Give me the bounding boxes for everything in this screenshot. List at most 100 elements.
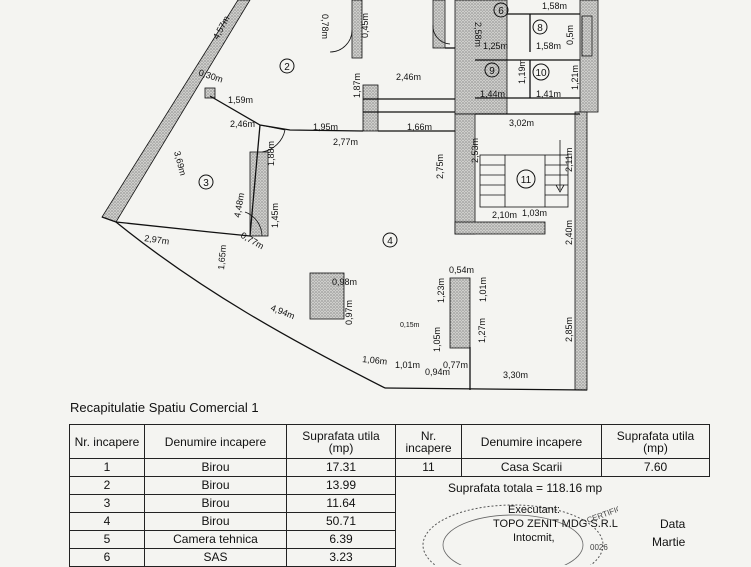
executant-label: Executant: [508,504,560,516]
summary-table: Nr. incapere Denumire incapere Suprafata… [69,424,710,567]
dimension-label: 1,06m [362,354,388,367]
dimension-label: 1,58m [536,41,561,51]
wall-left-stub [204,87,216,99]
table-row: 5 Camera tehnica 6.39 [69,530,710,549]
dimension-label: 2,58m [473,22,483,47]
wall-left-diagonal [101,0,251,223]
cell-den: SAS [144,548,287,567]
header-sup-2: Suprafata utila (mp) [601,424,710,459]
dimension-label: 2,46m [230,119,255,129]
cell-sup: 50.71 [286,512,396,531]
cell-den-right: Casa Scarii [461,458,602,477]
dimension-label: 2,85m [564,317,574,342]
cell-den: Camera tehnica [144,530,287,549]
dimension-label: 1,95m [313,122,338,132]
header-nr-2: Nr. incapere [395,424,462,459]
room-label: 11 [521,175,532,186]
dimension-label: 2,97m [144,233,170,246]
company-name: TOPO ZENIT MDG S.R.L [493,518,618,530]
info-block: Suprafata totala = 118.16 mp CERTIFICAT … [396,477,710,567]
room-label: 8 [537,23,543,34]
dimension-label: 2,53m [470,138,480,163]
doors [244,24,451,237]
dimension-label: 1,01m [478,277,488,302]
date-month: Martie [652,535,686,549]
cell-nr: 6 [69,548,145,567]
wall-pillar [449,277,471,349]
cell-den: Birou [144,476,287,495]
room-label: 2 [284,62,290,73]
dimension-label: 3,69m [172,150,188,177]
dimension-label: 0,98m [332,277,357,287]
dimension-label: 0,97m [344,300,354,325]
cell-nr-right: 11 [395,458,462,477]
wall-right-room8 [581,15,593,57]
dimension-label: 0,15m [400,322,420,329]
cell-den: Birou [144,494,287,513]
dimension-label: 1,44m [480,89,505,99]
dimension-label: 0,78m [320,14,330,39]
header-nr: Nr. incapere [69,424,145,459]
dimension-label: 0,54m [449,265,474,275]
room-label: 10 [535,68,547,79]
floor-plan: 2 3 4 6 8 9 10 11 4,57m 0,78m 0,45m 2,58… [101,0,599,391]
dimension-label: 1,23m [436,278,446,303]
dimension-label: 1,27m [477,318,487,343]
dimension-label: 2,77m [333,137,358,147]
svg-text:0026: 0026 [590,543,608,552]
cell-nr: 1 [69,458,145,477]
dimension-label: 1,03m [522,208,547,218]
table-row: 1 Birou 17.31 11 Casa Scarii 7.60 [69,458,710,477]
dimension-label: 1,58m [542,1,567,11]
cell-sup: 6.39 [286,530,396,549]
table-row: 3 Birou 11.64 [69,494,710,513]
date-label: Data [660,517,686,531]
dimension-label: 1,21m [570,65,580,90]
cell-nr: 3 [69,494,145,513]
walls [101,0,599,391]
dimension-label: 1,25m [483,41,508,51]
dimension-label: 0,45m [360,13,370,38]
dimension-label: 3,30m [503,370,528,380]
cell-sup: 11.64 [286,494,396,513]
dimension-label: 2,75m [435,154,445,179]
dimension-label: 1,65m [216,244,228,270]
wall-partition-3 [249,151,269,237]
wall-column-center [309,272,345,320]
wall-right-full [574,111,588,391]
cell-sup: 3.23 [286,548,396,567]
room-label: 4 [387,236,393,247]
dimension-label: 1,19m [517,59,527,84]
dimension-label: 4,48m [232,192,246,218]
cell-sup: 13.99 [286,476,396,495]
wall-core-left [432,0,446,49]
header-den-2: Denumire incapere [461,424,602,459]
dimension-labels: 4,57m 0,78m 0,45m 2,58m 1,58m 0,5m 1,25m… [144,1,580,380]
dimension-label: 1,87m [352,73,362,98]
dimension-label: 0,30m [197,67,224,84]
table-row: 4 Birou 50.71 [69,512,710,531]
cell-sup: 17.31 [286,458,396,477]
header-den: Denumire incapere [144,424,287,459]
wall-horizontal-top [351,0,363,59]
room-label: 3 [203,178,209,189]
dimension-label: 1,88m [266,141,276,166]
cell-nr: 5 [69,530,145,549]
dimension-label: 1,41m [536,89,561,99]
intocmit-label: Intocmit, [513,532,555,544]
wall-stair-left [454,113,476,235]
total-area: Suprafata totala = 118.16 mp [448,481,603,495]
cell-den: Birou [144,458,287,477]
wall-center-column [362,84,379,132]
outline [101,13,588,391]
room-label: 6 [498,6,504,17]
dimension-label: 2,10m [492,210,517,220]
dimension-label: 2,11m [564,148,574,172]
dimension-label: 0,94m [425,367,450,377]
dimension-label: 1,45m [270,203,280,228]
dimension-label: 0,5m [565,25,575,45]
dimension-label: 1,01m [395,360,420,370]
table-header-row: Nr. incapere Denumire incapere Suprafata… [69,424,710,459]
room-label: 9 [489,66,495,77]
cell-den: Birou [144,512,287,531]
